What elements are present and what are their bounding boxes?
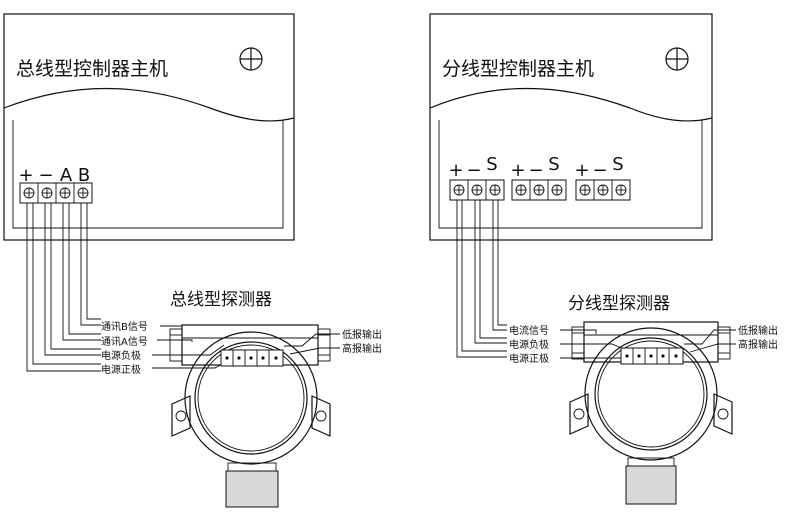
- alarm-label-low: 低报输出: [342, 328, 382, 341]
- terminal-label-minus: −: [38, 165, 53, 186]
- branch-detector-title: 分线型探测器: [568, 294, 670, 314]
- branch-alarm-leaders: [684, 329, 736, 353]
- wire-label-current-signal: 电流信号: [509, 324, 549, 337]
- branch-terminal-block-2: + − S: [510, 154, 567, 201]
- crosshair-icon: [665, 47, 689, 71]
- terminal-label-signal: S: [486, 154, 497, 175]
- alarm-label-high: 高报输出: [738, 338, 778, 351]
- branch-wires: [456, 200, 507, 358]
- branch-terminal-block-1: + − S: [448, 154, 505, 201]
- alarm-label-low: 低报输出: [738, 324, 778, 337]
- terminal-label-plus: +: [448, 160, 463, 181]
- terminal-screw-icon: [515, 184, 563, 196]
- bus-detector: [169, 324, 331, 508]
- terminal-label-plus: +: [18, 165, 33, 186]
- bus-alarm-leaders: [284, 333, 340, 355]
- branch-controller-title: 分线型控制器主机: [442, 58, 594, 80]
- bus-label-leaders: [152, 325, 233, 369]
- terminal-label-b: B: [78, 165, 90, 186]
- wire-label-power-negative: 电源负极: [509, 338, 549, 351]
- terminal-label-minus: −: [592, 160, 607, 181]
- terminal-screw-icon: [579, 184, 627, 196]
- terminal-label-minus: −: [528, 160, 543, 181]
- wire-label-comm-a: 通讯A信号: [101, 336, 148, 348]
- terminal-screw-icon: [23, 187, 89, 199]
- terminal-label-plus: +: [510, 160, 525, 181]
- bus-controller-box: [3, 13, 295, 241]
- bus-detector-title: 总线型探测器: [170, 290, 272, 310]
- terminal-label-signal: S: [548, 154, 559, 175]
- terminal-label-minus: −: [466, 160, 481, 181]
- bus-controller-title: 总线型控制器主机: [16, 58, 168, 80]
- terminal-label-a: A: [60, 165, 73, 186]
- terminal-label-signal: S: [612, 154, 623, 175]
- branch-detector: [569, 321, 733, 505]
- bus-wires: [26, 203, 101, 372]
- crosshair-icon: [239, 47, 263, 71]
- wire-label-power-positive: 电源正极: [101, 363, 141, 376]
- terminal-screw-icon: [453, 184, 501, 196]
- terminal-label-plus: +: [574, 160, 589, 181]
- wire-label-power-positive: 电源正极: [509, 352, 549, 365]
- branch-terminal-block-3: + − S: [574, 154, 631, 201]
- branch-controller-box: [429, 13, 713, 241]
- alarm-label-high: 高报输出: [342, 342, 382, 355]
- bus-terminal-block: + − A B: [18, 165, 93, 204]
- wire-label-comm-b: 通讯B信号: [101, 321, 148, 333]
- wire-label-power-negative: 电源负极: [101, 349, 141, 362]
